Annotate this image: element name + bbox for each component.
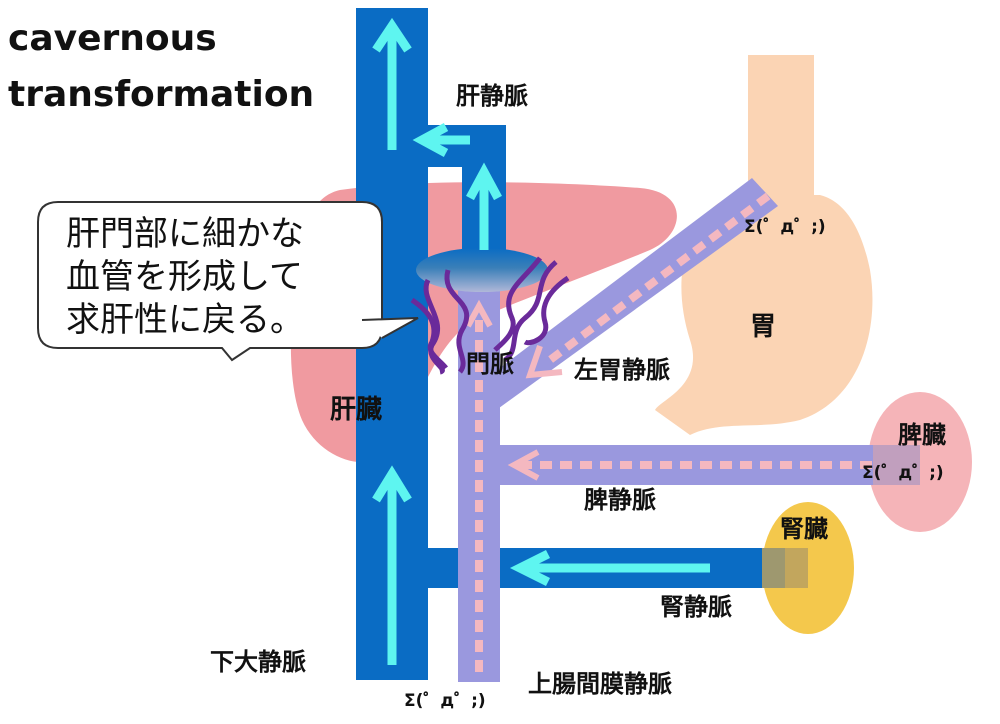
bubble-text-line2: 血管を形成して <box>66 257 303 297</box>
label-liver: 肝臓 <box>330 395 382 425</box>
arrow-icon <box>372 17 710 665</box>
stomach-face: Σ(゜д゜;) <box>744 216 826 237</box>
label-ivc: 下大静脈 <box>210 648 306 676</box>
label-portal-vein: 門脈 <box>466 350 514 378</box>
label-smv: 上腸間膜静脈 <box>528 670 672 698</box>
label-kidney: 腎臓 <box>780 515 828 543</box>
spleen-face: Σ(゜д゜;) <box>862 462 944 483</box>
bottom-face: Σ(゜д゜;) <box>404 690 486 711</box>
label-left-gastric-vein: 左胃静脈 <box>574 356 670 384</box>
dashed-arrow-icon <box>465 192 872 672</box>
cavernous-vessels <box>410 256 570 375</box>
renal-hilum-overlap <box>762 548 808 588</box>
label-stomach: 胃 <box>750 312 776 342</box>
label-spleen: 脾臓 <box>898 421 946 449</box>
speech-bubble <box>37 201 419 362</box>
label-renal-vein: 腎静脈 <box>660 593 732 621</box>
label-hepatic-vein: 肝静脈 <box>456 82 528 110</box>
bubble-text-line3: 求肝性に戻る。 <box>66 300 304 340</box>
title-line1: cavernous <box>8 18 217 59</box>
title-line2: transformation <box>8 74 314 115</box>
label-splenic-vein: 脾静脈 <box>584 486 656 514</box>
splenic-hilum-overlap <box>873 445 920 485</box>
bubble-text-line1: 肝門部に細かな <box>66 214 304 254</box>
